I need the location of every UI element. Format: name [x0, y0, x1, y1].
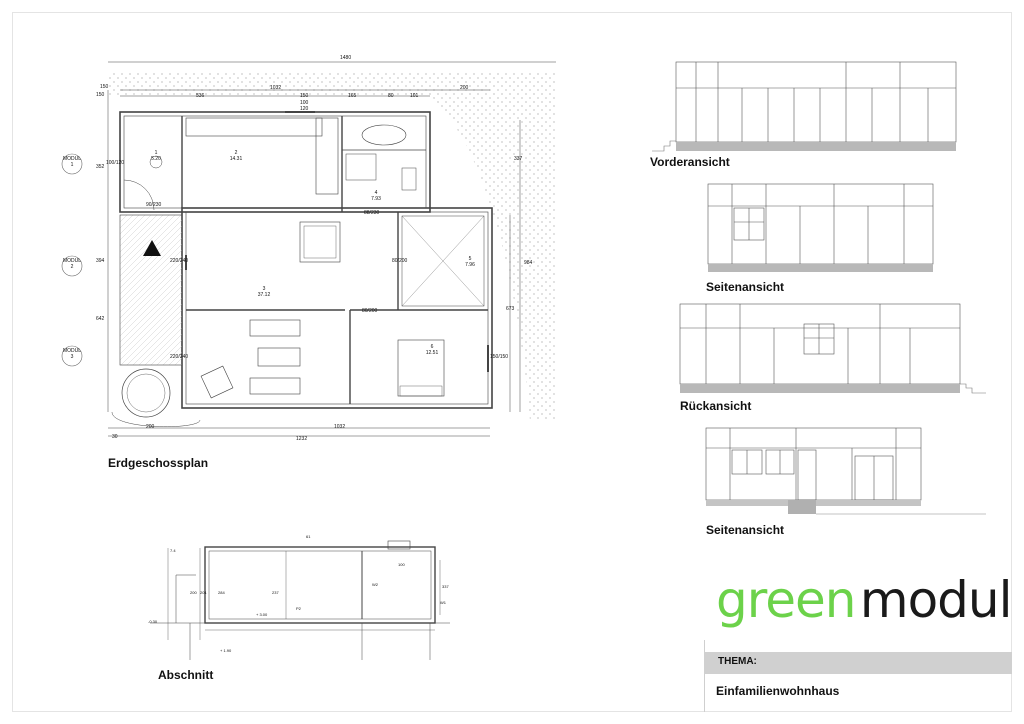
green-modul-logo: green modul: [716, 560, 1012, 640]
section-label: + 1.90: [220, 648, 232, 653]
title-block-frame: [704, 640, 1012, 712]
section-label: 201: [200, 590, 207, 595]
dimension-top: 200: [460, 85, 469, 91]
dimension-overall-top: 1480: [340, 55, 352, 61]
rear-view-caption: Rückansicht: [680, 399, 752, 413]
section-label: 200: [190, 590, 197, 595]
dimension-right: 984: [524, 260, 533, 266]
dimension-bottom: 1032: [334, 424, 346, 430]
dimension-left: 642: [96, 316, 105, 322]
dimension-bottom: 200: [146, 424, 155, 430]
section-drawing: [150, 540, 450, 660]
room-area: 7.96: [465, 262, 475, 268]
front-view-caption: Vorderansicht: [650, 155, 730, 169]
dimension-bottom: 1232: [296, 436, 308, 442]
section-label: W1: [440, 600, 446, 605]
room-number: 5: [468, 256, 472, 262]
room-number: 6: [430, 344, 434, 350]
module-label-1: MODUL 1: [62, 156, 82, 168]
opening-label: 88/230: [364, 210, 380, 216]
room-number: 3: [262, 286, 266, 292]
section-label: -0.30: [148, 619, 158, 624]
dimension-top: 150: [300, 93, 309, 99]
front-elevation: [652, 61, 957, 152]
opening-label: 100/120: [106, 160, 125, 166]
module-number: 3: [70, 354, 74, 360]
dimension-left: 150: [96, 92, 105, 98]
thema-bar: THEMA:: [704, 652, 1012, 674]
dimension-top: 536: [196, 93, 205, 99]
module-number: 1: [70, 162, 74, 168]
drawing-sheet-frame: [12, 12, 1012, 712]
dimension-right: 673: [506, 306, 515, 312]
module-markers: [61, 153, 83, 367]
room-area: 37.12: [257, 292, 271, 298]
module-label-text: MODUL: [62, 156, 82, 162]
module-number: 2: [70, 264, 74, 270]
room-number: 1: [154, 150, 158, 156]
section-label: 100: [398, 562, 405, 567]
dimension-top: 165: [348, 93, 357, 99]
module-label-3: MODUL 3: [62, 348, 82, 360]
opening-label: 90/230: [146, 202, 162, 208]
section-label: 237: [272, 590, 279, 595]
side-view-1-caption: Seitenansicht: [706, 280, 785, 294]
thema-value: Einfamilienwohnhaus: [716, 684, 840, 698]
section-label: W2: [372, 582, 378, 587]
side-elevation-1: [707, 183, 934, 272]
room-number: 4: [374, 190, 378, 196]
opening-label: 80/200: [362, 308, 378, 314]
opening-label: 80/200: [392, 258, 408, 264]
section-label: 7.4: [170, 548, 176, 553]
room-area: 14.31: [229, 156, 243, 162]
dimension-top: 1032: [270, 85, 282, 91]
dimension-top: 150: [100, 84, 109, 90]
dimension-top: 101: [410, 93, 419, 99]
dimension-right: 337: [514, 156, 523, 162]
room-area: 12.51: [425, 350, 439, 356]
side-view-2-caption: Seitenansicht: [706, 523, 785, 537]
section-label: 337: [442, 584, 449, 589]
section-label: 61: [306, 534, 311, 539]
module-label-text: MODUL: [62, 348, 82, 354]
logo-word-green: green: [716, 571, 856, 629]
room-number: 2: [234, 150, 238, 156]
opening-label: 150/150: [490, 354, 509, 360]
section-label: P2: [296, 606, 301, 611]
logo-word-modul: modul: [859, 571, 1013, 629]
dimension-left: 394: [96, 258, 105, 264]
section-label: 284: [218, 590, 225, 595]
dimension-top: 100: [300, 100, 309, 106]
floor-plan-caption: Erdgeschossplan: [108, 456, 209, 470]
room-area: 7.93: [371, 196, 381, 202]
dimension-top: 80: [388, 93, 394, 99]
dimension-bottom: 30: [112, 434, 118, 440]
module-label-text: MODUL: [62, 258, 82, 264]
module-label-2: MODUL 2: [62, 258, 82, 270]
side-elevation-2: [705, 427, 986, 515]
opening-label: 220/240: [170, 354, 189, 360]
room-area: 5.20: [151, 156, 161, 162]
opening-label: 220/240: [170, 258, 189, 264]
section-caption: Abschnitt: [158, 668, 214, 682]
thema-label: THEMA:: [718, 656, 757, 667]
section-label: + 3.00: [256, 612, 268, 617]
dimension-left: 352: [96, 164, 105, 170]
dimension-top: 120: [300, 106, 309, 112]
rear-elevation: [679, 303, 986, 394]
floor-plan: [107, 61, 556, 437]
